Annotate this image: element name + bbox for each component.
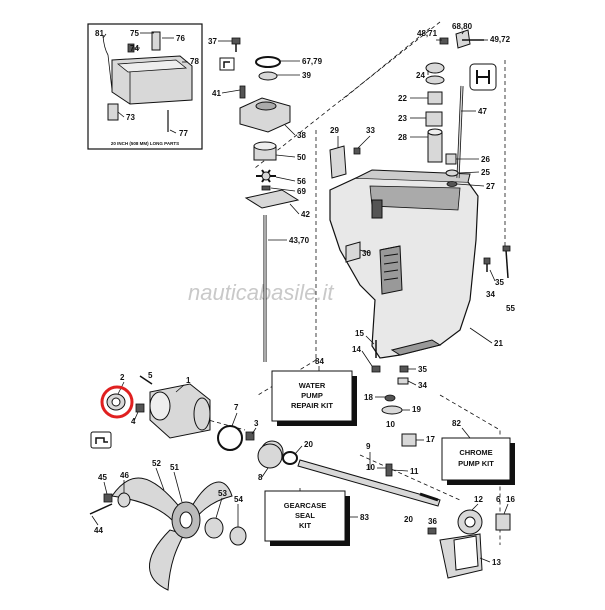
- part-callout-number: 7: [234, 403, 239, 412]
- kit-line: KIT: [299, 521, 312, 530]
- part-callout-number: 18: [364, 393, 373, 402]
- part-callout-number: 3: [254, 419, 259, 428]
- part-callout-number: 20: [404, 515, 413, 524]
- water-pump-stack: 37 67,79 39 41 38 50 56 69 42 43,70: [208, 37, 323, 362]
- kit-number: 82: [452, 419, 461, 428]
- part-callout-number: 4: [131, 417, 136, 426]
- inset-long-parts-box: 81 75 74 76 78 73 77 20 INCH (508 MM) LO…: [87, 23, 203, 150]
- part-callout-number: 27: [486, 182, 495, 191]
- part-callout-number: 68,80: [452, 22, 473, 31]
- part-callout-number: 43,70: [289, 236, 310, 245]
- part-callout-number: 12: [474, 495, 483, 504]
- part-callout-number: 30: [362, 249, 371, 258]
- part-callout-number: 74: [130, 44, 139, 53]
- part-callout-number: 69: [297, 187, 306, 196]
- part-callout-number: 53: [218, 489, 227, 498]
- part-callout-number: 76: [176, 34, 185, 43]
- part-callout-number: 23: [398, 114, 407, 123]
- kit-box-chrome-pump: CHROME PUMP KIT 82: [441, 419, 515, 485]
- kit-box-gearcase-seal: GEARCASE SEAL KIT 83: [264, 490, 369, 546]
- kit-line: GEARCASE: [284, 501, 327, 510]
- part-callout-number: 46: [120, 471, 129, 480]
- part-callout-number: 55: [506, 304, 515, 313]
- shift-parts: 48,71 68,80 49,72 24 22 23 28 47 26 25 2…: [330, 22, 515, 348]
- assembly-dash-lines: [189, 21, 506, 545]
- gearcase-housing: [329, 145, 479, 359]
- part-callout-number: 8: [258, 473, 263, 482]
- kit-line: REPAIR KIT: [291, 401, 333, 410]
- part-callout-number: 52: [152, 459, 161, 468]
- kit-line: PUMP: [301, 391, 323, 400]
- part-callout-number: 37: [208, 37, 217, 46]
- part-callout-number: 21: [494, 339, 503, 348]
- part-callout-number: 49,72: [490, 35, 511, 44]
- part-callout-number: 47: [478, 107, 487, 116]
- part-callout-number: 42: [301, 210, 310, 219]
- part-callout-number: 17: [426, 435, 435, 444]
- part-callout-number: 9: [366, 442, 371, 451]
- kit-number: 84: [315, 357, 324, 366]
- part-callout-number: 6: [496, 495, 501, 504]
- part-callout-number: 11: [410, 467, 419, 476]
- kit-box-water-pump: WATER PUMP REPAIR KIT 84: [271, 357, 357, 426]
- part-callout-number: 39: [302, 71, 311, 80]
- part-callout-number: 29: [330, 126, 339, 135]
- part-callout-number: 35: [495, 278, 504, 287]
- part-callout-number: 20: [304, 440, 313, 449]
- inset-caption: 20 INCH (508 MM) LONG PARTS: [111, 141, 179, 146]
- propeller-parts: 2 5 1 4 7 3 8 52 51 46 45 44 53 54: [89, 371, 283, 591]
- part-callout-number: 2: [120, 373, 125, 382]
- kit-line: PUMP KIT: [458, 459, 494, 468]
- part-callout-number: 28: [398, 133, 407, 142]
- part-callout-number: 45: [98, 473, 107, 482]
- part-callout-number: 78: [190, 57, 199, 66]
- part-callout-number: 48,71: [417, 29, 438, 38]
- part-callout-number: 67,79: [302, 57, 323, 66]
- part-callout-number: 54: [234, 495, 243, 504]
- part-callout-number: 77: [179, 129, 188, 138]
- part-callout-number: 13: [492, 558, 501, 567]
- part-callout-number: 34: [486, 290, 495, 299]
- part-callout-number: 10: [366, 463, 375, 472]
- part-callout-number: 5: [148, 371, 153, 380]
- kit-line: WATER: [299, 381, 326, 390]
- part-callout-number: 81: [95, 29, 104, 38]
- part-callout-number: 41: [212, 89, 221, 98]
- part-callout-number: 35: [418, 365, 427, 374]
- part-callout-number: 36: [428, 517, 437, 526]
- part-callout-number: 14: [352, 345, 361, 354]
- part-callout-number: 50: [297, 153, 306, 162]
- part-callout-number: 19: [412, 405, 421, 414]
- part-callout-number: 73: [126, 113, 135, 122]
- highlight-circle: [100, 385, 134, 419]
- kit-line: CHROME: [459, 448, 492, 457]
- part-callout-number: 1: [186, 376, 191, 385]
- part-callout-number: 22: [398, 94, 407, 103]
- part-callout-number: 38: [297, 131, 306, 140]
- part-callout-number: 44: [94, 526, 103, 535]
- part-callout-number: 24: [416, 71, 425, 80]
- part-callout-number: 26: [481, 155, 490, 164]
- part-callout-number: 15: [355, 329, 364, 338]
- part-callout-number: 10: [386, 420, 395, 429]
- part-callout-number: 33: [366, 126, 375, 135]
- kit-line: SEAL: [295, 511, 315, 520]
- part-callout-number: 34: [418, 381, 427, 390]
- part-callout-number: 51: [170, 463, 179, 472]
- watermark-text: nauticabasile.it: [188, 280, 334, 305]
- part-callout-number: 16: [506, 495, 515, 504]
- part-callout-number: 25: [481, 168, 490, 177]
- part-callout-number: 56: [297, 177, 306, 186]
- part-callout-number: 75: [130, 29, 139, 38]
- kit-number: 83: [360, 513, 369, 522]
